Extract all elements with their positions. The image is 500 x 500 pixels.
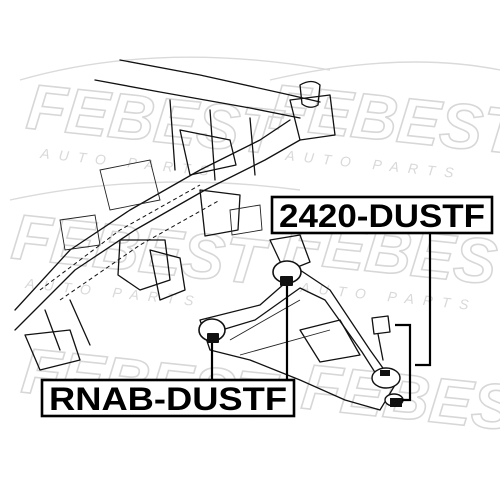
- front-bushing: [272, 260, 302, 286]
- label-upper[interactable]: 2420-DUSTF: [270, 195, 494, 235]
- watermark-right-top: FEBEST AUTO PARTS: [266, 61, 500, 182]
- ball-joint-boot: [371, 315, 404, 407]
- leader-lines: [210, 230, 432, 402]
- part-number-upper: 2420-DUSTF: [279, 198, 485, 234]
- label-lower[interactable]: RNAB-DUSTF: [40, 378, 296, 418]
- watermark-mid-left: FEBEST AUTO PARTS: [8, 181, 301, 310]
- part-number-lower: RNAB-DUSTF: [49, 381, 287, 417]
- leader-upper: [395, 230, 432, 367]
- parts: [198, 260, 404, 407]
- chassis-frame: [14, 59, 336, 371]
- leader-upper-joint: [402, 365, 412, 402]
- rear-bushing: [198, 318, 226, 343]
